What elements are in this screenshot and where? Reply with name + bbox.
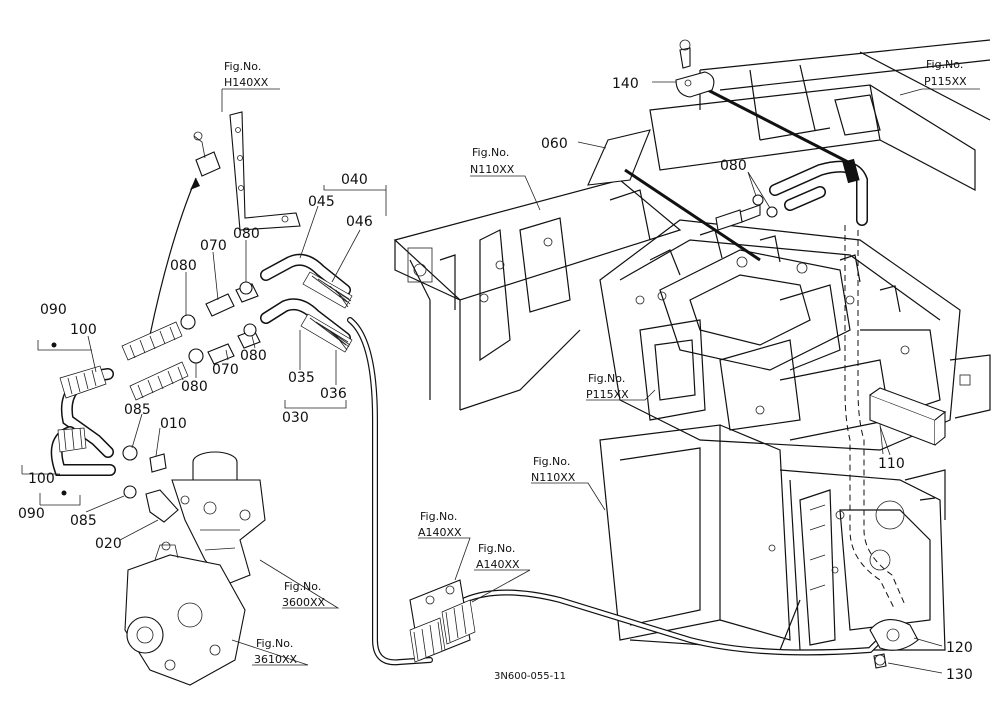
label-020: 020 bbox=[95, 536, 122, 552]
label-060: 060 bbox=[541, 136, 568, 152]
label-080-b: 080 bbox=[170, 258, 197, 274]
label-120: 120 bbox=[946, 640, 973, 656]
hose-group-030 bbox=[260, 298, 353, 353]
elbow-hose-100-upper bbox=[59, 365, 114, 458]
bracket-h140 bbox=[149, 111, 301, 336]
fig-ref-a140-b: A140XX bbox=[476, 558, 520, 571]
elbow-hose-100-lower bbox=[50, 426, 116, 476]
label-130: 130 bbox=[946, 667, 973, 683]
label-085-b: 085 bbox=[70, 513, 97, 529]
hidden-pipe-dashed bbox=[844, 225, 906, 611]
upper-hose-assembly bbox=[699, 84, 868, 226]
label-035: 035 bbox=[288, 370, 315, 386]
hose-group-040 bbox=[260, 253, 353, 309]
coolant-pipe-main bbox=[347, 317, 883, 666]
fig-ref-p115-top: P115XX bbox=[924, 75, 967, 88]
label-090-b: 090 bbox=[18, 506, 45, 522]
fig-ref-3600: 3600XX bbox=[282, 596, 326, 609]
fig-label-a140-b: Fig.No. bbox=[478, 542, 515, 555]
fig-ref-h140: H140XX bbox=[224, 76, 269, 89]
fittings-085-010 bbox=[122, 445, 179, 523]
part-number-labels: 140 060 080 110 120 130 040 045 046 080 … bbox=[18, 76, 973, 683]
plate-part-060 bbox=[587, 129, 761, 262]
label-080-a: 080 bbox=[233, 226, 260, 242]
label-040: 040 bbox=[341, 172, 368, 188]
label-100-a: 100 bbox=[70, 322, 97, 338]
label-046: 046 bbox=[346, 214, 373, 230]
coupling-row-lower bbox=[129, 323, 261, 401]
water-pump bbox=[124, 541, 246, 686]
label-140: 140 bbox=[612, 76, 639, 92]
thermostat-housing bbox=[171, 451, 266, 586]
label-010: 010 bbox=[160, 416, 187, 432]
fig-label-a140-a: Fig.No. bbox=[420, 510, 457, 523]
leader-lines bbox=[21, 81, 980, 674]
drawing-code: 3N600-055-11 bbox=[494, 671, 566, 682]
fig-label-h140: Fig.No. bbox=[224, 60, 261, 73]
label-100-b: 100 bbox=[28, 471, 55, 487]
label-090-a: 090 bbox=[40, 302, 67, 318]
bolt-part-130 bbox=[873, 653, 887, 669]
clamps-part-080-top bbox=[715, 194, 778, 231]
label-045: 045 bbox=[308, 194, 335, 210]
label-110: 110 bbox=[878, 456, 905, 472]
fig-label-3600: Fig.No. bbox=[284, 580, 321, 593]
label-080-top: 080 bbox=[720, 158, 747, 174]
fig-ref-p115-mid: P115XX bbox=[586, 388, 629, 401]
fig-label-p115-mid: Fig.No. bbox=[588, 372, 625, 385]
fig-label-n110-top: Fig.No. bbox=[472, 146, 509, 159]
label-070-b: 070 bbox=[212, 362, 239, 378]
bracket-part-120 bbox=[869, 619, 919, 651]
fig-ref-a140-a: A140XX bbox=[418, 526, 462, 539]
label-030: 030 bbox=[282, 410, 309, 426]
label-080-c: 080 bbox=[240, 348, 267, 364]
label-080-d: 080 bbox=[181, 379, 208, 395]
fig-ref-n110-mid: N110XX bbox=[531, 471, 576, 484]
label-070-a: 070 bbox=[200, 238, 227, 254]
fig-label-p115-top: Fig.No. bbox=[926, 58, 963, 71]
frame-beam-left bbox=[393, 179, 682, 411]
figure-reference-labels: Fig.No. H140XX Fig.No. P115XX Fig.No. N1… bbox=[224, 58, 967, 666]
label-085-a: 085 bbox=[124, 402, 151, 418]
connector-a140 bbox=[409, 579, 476, 663]
fig-ref-n110-top: N110XX bbox=[470, 163, 515, 176]
label-036: 036 bbox=[320, 386, 347, 402]
fig-label-3610: Fig.No. bbox=[256, 637, 293, 650]
fig-ref-3610: 3610XX bbox=[254, 653, 298, 666]
clamp-part-140 bbox=[675, 39, 715, 98]
fig-label-n110-mid: Fig.No. bbox=[533, 455, 570, 468]
coupling-row-upper bbox=[121, 281, 259, 361]
shaft-part-110 bbox=[869, 387, 947, 456]
